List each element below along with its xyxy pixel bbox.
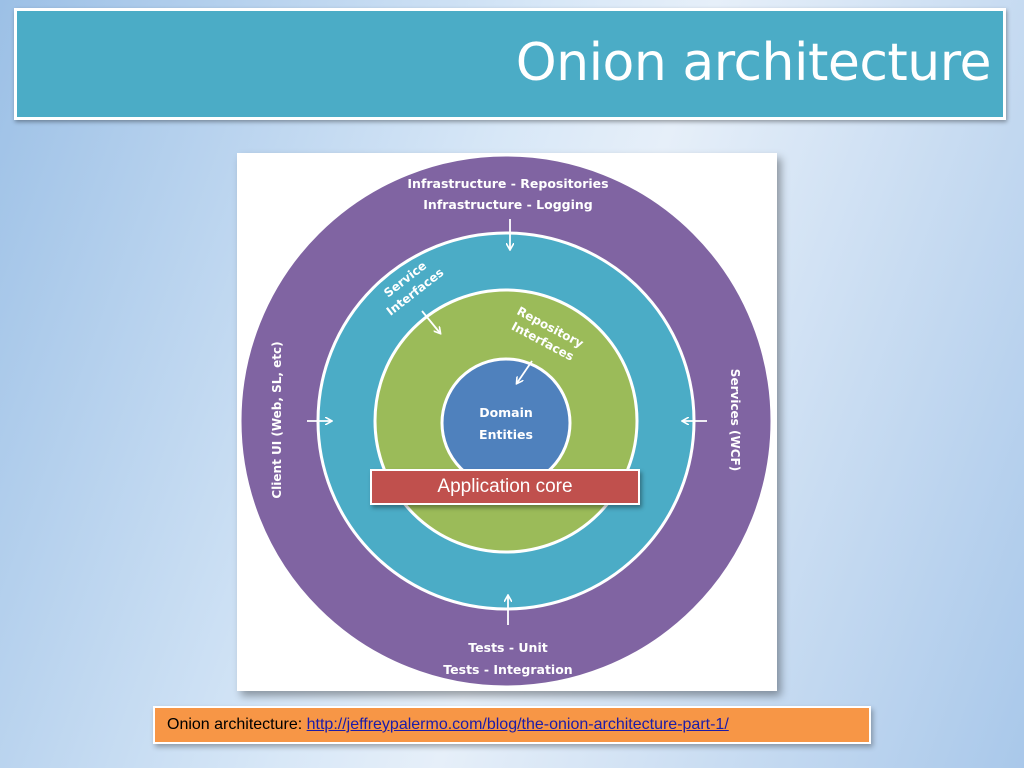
label-entities: Entities	[479, 427, 533, 442]
onion-diagram-svg: Infrastructure - Repositories Infrastruc…	[238, 153, 774, 689]
slide-title: Onion architecture	[515, 33, 992, 93]
title-bar: Onion architecture	[14, 8, 1006, 120]
domain-entities-core	[440, 357, 572, 489]
label-client-ui: Client UI (Web, SL, etc)	[270, 341, 284, 498]
label-tests-unit: Tests - Unit	[468, 640, 547, 655]
arrow-repository-interfaces	[517, 360, 533, 383]
onion-diagram: Infrastructure - Repositories Infrastruc…	[237, 153, 777, 691]
arrow-service-interfaces	[421, 310, 440, 333]
label-domain: Domain	[479, 405, 533, 420]
label-services-wcf: Services (WCF)	[728, 369, 742, 471]
label-infrastructure-logging: Infrastructure - Logging	[423, 197, 592, 212]
application-core-box: Application core	[370, 469, 640, 505]
label-infrastructure-repositories: Infrastructure - Repositories	[407, 176, 608, 191]
label-tests-integration: Tests - Integration	[443, 662, 572, 677]
caption-label: Onion architecture:	[167, 716, 307, 733]
source-caption: Onion architecture: http://jeffreypalerm…	[153, 706, 871, 744]
source-link[interactable]: http://jeffreypalermo.com/blog/the-onion…	[306, 716, 729, 733]
